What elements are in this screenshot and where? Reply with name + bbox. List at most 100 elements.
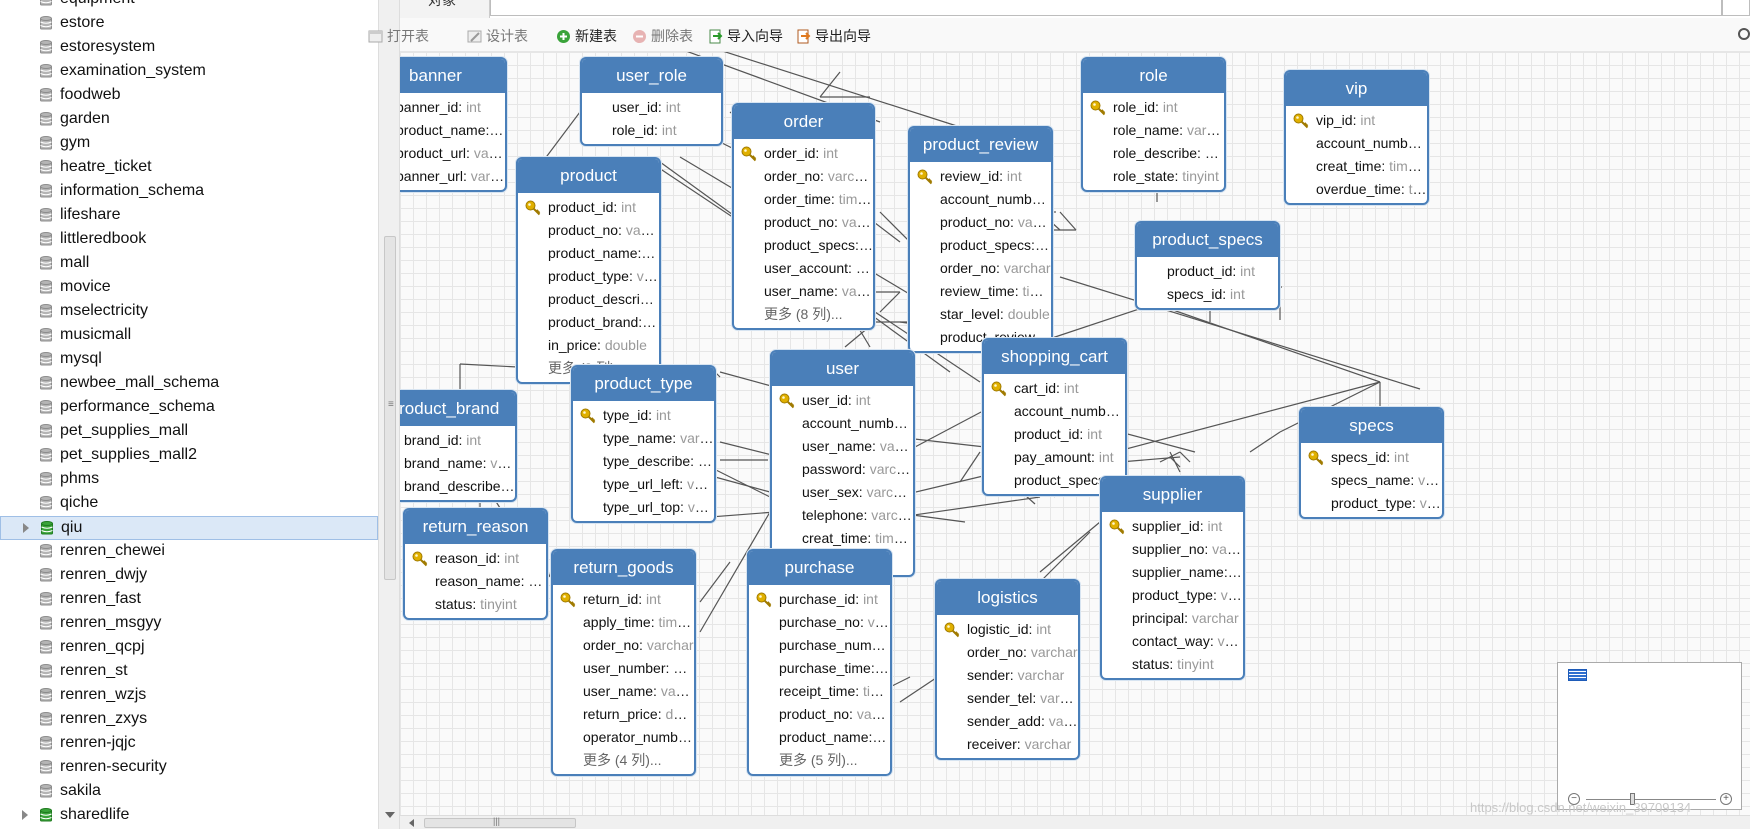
table-column[interactable]: brand_describe: ... — [400, 475, 515, 498]
table-column[interactable]: sender_add: varc... — [937, 710, 1078, 733]
table-title[interactable]: logistics — [937, 581, 1078, 615]
relationship-line[interactable] — [1179, 451, 1191, 463]
horizontal-scrollbar[interactable]: ||| — [400, 815, 1750, 829]
table-column[interactable]: sender: varchar — [937, 664, 1078, 687]
table-column[interactable]: cart_id: int — [984, 377, 1125, 400]
table-column[interactable]: product_id: int — [1137, 260, 1278, 283]
table-column[interactable]: supplier_id: int — [1102, 515, 1243, 538]
minimap-viewport[interactable] — [1568, 669, 1587, 681]
table-title[interactable]: product — [518, 159, 659, 193]
db-item-sharedlife[interactable]: sharedlife — [0, 804, 378, 828]
db-item-phms[interactable]: phms — [0, 468, 378, 492]
db-item-lifeshare[interactable]: lifeshare — [0, 204, 378, 228]
table-column[interactable]: apply_time: time... — [553, 611, 694, 634]
table-column[interactable]: password: varchar — [772, 458, 913, 481]
more-columns-link[interactable]: 更多 (8 列)... — [764, 306, 843, 322]
table-column[interactable]: in_price: double — [518, 334, 659, 357]
diagram-minimap[interactable]: − + — [1557, 662, 1742, 810]
table-title[interactable]: specs — [1301, 409, 1442, 443]
table-title[interactable]: user_role — [582, 59, 721, 93]
table-column[interactable]: purchase_number... — [749, 634, 890, 657]
db-item-equipment[interactable]: equipment — [0, 0, 378, 12]
db-item-musicmall[interactable]: musicmall — [0, 324, 378, 348]
table-column[interactable]: product_id: int — [518, 196, 659, 219]
db-item-renren_dwjy[interactable]: renren_dwjy — [0, 564, 378, 588]
db-item-renren_wzjs[interactable]: renren_wzjs — [0, 684, 378, 708]
relationship-line[interactable] — [710, 52, 961, 128]
table-column[interactable]: review_id: int — [910, 165, 1051, 188]
table-column[interactable]: type_id: int — [573, 404, 714, 427]
relationship-line[interactable] — [1169, 456, 1181, 468]
table-column[interactable]: sender_tel: varchar — [937, 687, 1078, 710]
relationship-line[interactable] — [819, 71, 841, 98]
relationship-line[interactable] — [719, 371, 776, 388]
table-column[interactable]: user_name: varch... — [553, 680, 694, 703]
db-item-renren_msgyy[interactable]: renren_msgyy — [0, 612, 378, 636]
table-column[interactable]: purchase_time: ti... — [749, 657, 890, 680]
table-column[interactable]: return_id: int — [553, 588, 694, 611]
table-column[interactable]: role_describe: va... — [1083, 142, 1224, 165]
db-item-sakila[interactable]: sakila — [0, 780, 378, 804]
table-column[interactable]: product_no: varc... — [910, 211, 1051, 234]
table-column[interactable]: product_specs: v... — [734, 234, 873, 257]
table-column[interactable]: receiver: varchar — [937, 733, 1078, 756]
table-column[interactable]: role_id: int — [582, 119, 721, 142]
table-title[interactable]: product_specs — [1137, 223, 1278, 257]
table-title[interactable]: user — [772, 352, 913, 386]
design-table-button[interactable]: 设计表 — [467, 26, 528, 46]
table-column[interactable]: principal: varchar — [1102, 607, 1243, 630]
table-title[interactable]: return_goods — [553, 551, 694, 585]
table-column[interactable]: banner_url: varchar — [400, 165, 505, 188]
relationship-line[interactable] — [1119, 431, 1196, 453]
tab-objects[interactable]: 对象 — [400, 0, 490, 18]
table-column[interactable]: product_describe... — [518, 288, 659, 311]
relationship-line[interactable] — [699, 561, 731, 603]
table-column[interactable]: supplier_no: varc... — [1102, 538, 1243, 561]
table-column[interactable]: product_specs: v... — [910, 234, 1051, 257]
expand-arrow-icon[interactable] — [22, 810, 28, 820]
top-right-button[interactable] — [1722, 0, 1750, 16]
relationship-line[interactable] — [699, 511, 771, 633]
table-column[interactable]: pay_amount: int — [984, 446, 1125, 469]
table-column[interactable]: type_url_left: varc... — [573, 473, 714, 496]
relationship-line[interactable] — [959, 451, 981, 483]
table-column[interactable]: supplier_name: v... — [1102, 561, 1243, 584]
table-column[interactable]: product_url: varc... — [400, 142, 505, 165]
zoom-in-icon[interactable]: + — [1720, 793, 1732, 805]
db-item-examination_system[interactable]: examination_system — [0, 60, 378, 84]
table-title[interactable]: supplier — [1102, 478, 1243, 512]
table-title[interactable]: order — [734, 105, 873, 139]
zoom-slider-thumb[interactable] — [1630, 793, 1635, 805]
table-column[interactable]: order_no: varchar — [553, 634, 694, 657]
table-column[interactable]: product_type: va... — [1102, 584, 1243, 607]
table-column[interactable]: review_time: time... — [910, 280, 1051, 303]
table-column[interactable]: return_price: dou... — [553, 703, 694, 726]
search-icon[interactable] — [1738, 28, 1750, 40]
relationship-line[interactable] — [1059, 211, 1077, 231]
zoom-out-icon[interactable]: − — [1568, 793, 1580, 805]
db-item-garden[interactable]: garden — [0, 108, 378, 132]
more-columns-link[interactable]: 更多 (5 列)... — [779, 752, 858, 768]
table-column[interactable]: user_account: var... — [734, 257, 873, 280]
table-column[interactable]: banner_id: int — [400, 96, 505, 119]
table-column[interactable]: product_name: v... — [518, 242, 659, 265]
table-column[interactable]: user_number: var... — [553, 657, 694, 680]
table-column[interactable]: product_type: va... — [1301, 492, 1442, 515]
table-title[interactable]: product_type — [573, 367, 714, 401]
db-item-pet_supplies_mall2[interactable]: pet_supplies_mall2 — [0, 444, 378, 468]
new-table-button[interactable]: 新建表 — [556, 26, 617, 46]
db-item-newbee_mall_schema[interactable]: newbee_mall_schema — [0, 372, 378, 396]
table-column[interactable]: status: tinyint — [405, 593, 546, 616]
db-item-renren_st[interactable]: renren_st — [0, 660, 378, 684]
relationship-line[interactable] — [1039, 521, 1101, 573]
